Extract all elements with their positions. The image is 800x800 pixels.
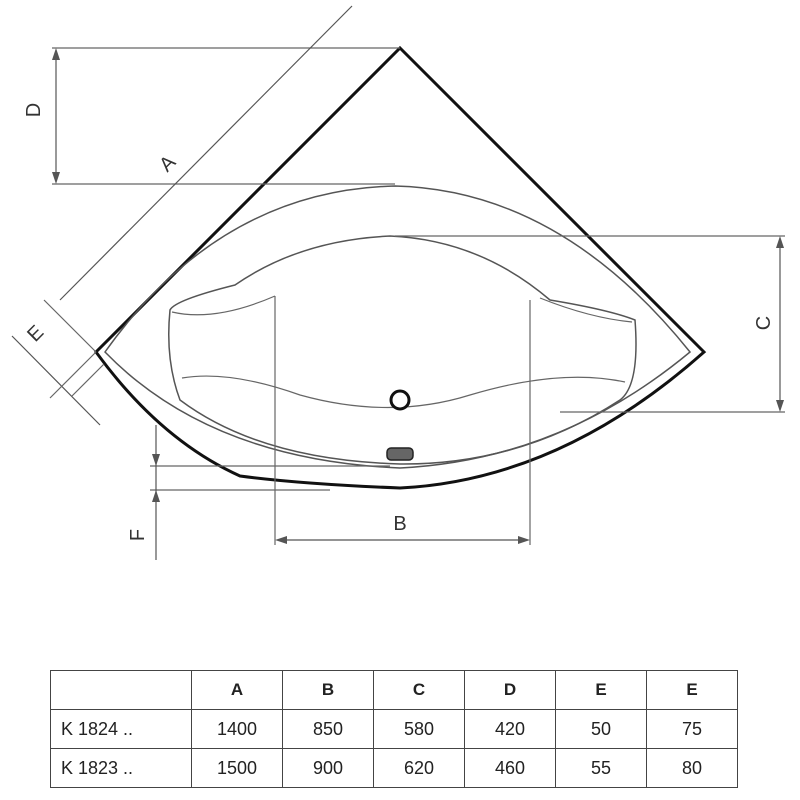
table-cell: 1500	[191, 748, 283, 788]
table-cell: 50	[555, 709, 647, 749]
tub-outer-outline	[94, 45, 707, 490]
table-cell: 420	[464, 709, 556, 749]
dimension-label-d: D	[23, 103, 45, 117]
table-cell: 850	[282, 709, 374, 749]
tub-basin	[168, 235, 637, 465]
dimension-line-e	[11, 335, 101, 426]
tub-inner-rim	[104, 185, 692, 469]
table-cell: 460	[464, 748, 556, 788]
table-cell: 55	[555, 748, 647, 788]
dimension-label-e: E	[23, 321, 48, 346]
table-row: K 1824 .. 1400 850 580 420 50 75	[50, 709, 738, 749]
dimensions-table: A B C D E E K 1824 .. 1400 850 580 420 5…	[50, 670, 738, 788]
table-header-cell: E	[555, 670, 647, 710]
table-cell: 1400	[191, 709, 283, 749]
table-cell: K 1823 ..	[50, 748, 192, 788]
table-header-cell: A	[191, 670, 283, 710]
table-cell: 80	[646, 748, 738, 788]
overflow-icon	[386, 447, 414, 461]
dimension-line-a	[59, 5, 353, 301]
seat-contour-right	[539, 297, 633, 323]
table-row: K 1823 .. 1500 900 620 460 55 80	[50, 748, 738, 788]
table-cell: 75	[646, 709, 738, 749]
table-header-cell: C	[373, 670, 465, 710]
table-header-cell: D	[464, 670, 556, 710]
dimension-label-a: A	[155, 151, 180, 176]
drain-icon	[389, 389, 411, 411]
table-header-cell: B	[282, 670, 374, 710]
seat-contour-left	[171, 295, 276, 316]
table-cell: 900	[282, 748, 374, 788]
dimension-label-c: C	[753, 316, 775, 330]
table-cell: 620	[373, 748, 465, 788]
table-header-cell: E	[646, 670, 738, 710]
dimension-label-b: B	[393, 513, 406, 535]
table-header-cell	[50, 670, 192, 710]
bathtub-diagram: D A E C B F	[11, 5, 785, 560]
table-cell: K 1824 ..	[50, 709, 192, 749]
dimension-label-f: F	[127, 529, 149, 541]
table-cell: 580	[373, 709, 465, 749]
table-header-row: A B C D E E	[50, 670, 738, 710]
